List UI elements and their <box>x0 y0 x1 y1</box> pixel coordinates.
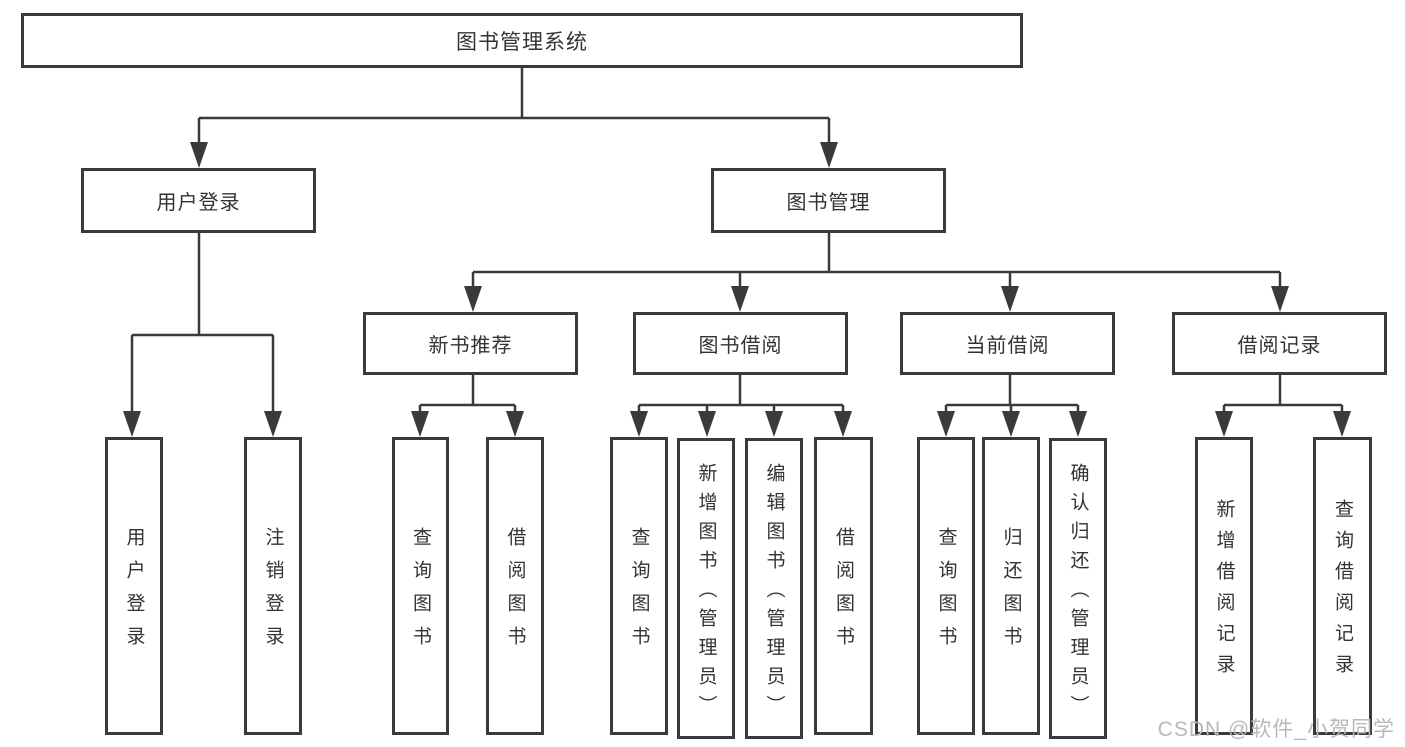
leaf-label: 新增图书（管理员） <box>695 463 717 724</box>
leaf-add-book-admin: 新增图书（管理员） <box>677 438 735 739</box>
leaf-return-book: 归还图书 <box>982 437 1040 735</box>
node-label: 当前借阅 <box>965 335 1050 357</box>
node-new-book-recommendation: 新书推荐 <box>363 312 578 375</box>
leaf-borrow-book-recommend: 借阅图书 <box>486 437 544 735</box>
leaf-borrow-book: 借阅图书 <box>814 437 873 735</box>
node-library-management-system: 图书管理系统 <box>21 13 1023 68</box>
node-label: 新书推荐 <box>428 335 513 357</box>
leaf-confirm-return-admin: 确认归还（管理员） <box>1049 438 1107 739</box>
leaf-add-borrow-record: 新增借阅记录 <box>1195 437 1253 735</box>
leaf-query-borrow-record: 查询借阅记录 <box>1313 437 1372 735</box>
leaf-label: 查询借阅记录 <box>1332 499 1353 685</box>
node-user-login-branch: 用户登录 <box>81 168 316 233</box>
leaf-query-book-borrowing: 查询图书 <box>610 437 668 735</box>
node-current-borrowing: 当前借阅 <box>900 312 1115 375</box>
arrowheads <box>123 142 1351 437</box>
leaf-label: 确认归还（管理员） <box>1067 463 1089 724</box>
leaf-query-book-current: 查询图书 <box>917 437 975 735</box>
leaf-label: 查询图书 <box>410 527 431 659</box>
tree-edges <box>130 68 1344 414</box>
leaf-edit-book-admin: 编辑图书（管理员） <box>745 438 803 739</box>
leaf-label: 查询图书 <box>628 527 650 659</box>
leaf-label: 编辑图书（管理员） <box>763 463 785 724</box>
node-label: 借阅记录 <box>1237 335 1322 357</box>
node-book-borrowing: 图书借阅 <box>633 312 848 375</box>
node-borrowing-records: 借阅记录 <box>1172 312 1387 375</box>
leaf-label: 查询图书 <box>935 527 957 659</box>
node-label: 图书管理 <box>786 192 871 214</box>
leaf-label: 用户登录 <box>123 527 145 659</box>
leaf-label: 注销登录 <box>262 527 284 659</box>
leaf-query-book-recommend: 查询图书 <box>392 437 449 735</box>
leaf-label: 借阅图书 <box>504 527 526 659</box>
leaf-label: 新增借阅记录 <box>1213 499 1235 685</box>
node-label: 图书借阅 <box>698 335 783 357</box>
leaf-label: 归还图书 <box>1000 527 1022 659</box>
leaf-user-login: 用户登录 <box>105 437 163 735</box>
node-label: 图书管理系统 <box>456 30 588 54</box>
leaf-logout: 注销登录 <box>244 437 302 735</box>
node-book-management-branch: 图书管理 <box>711 168 946 233</box>
node-label: 用户登录 <box>156 192 241 214</box>
leaf-label: 借阅图书 <box>833 527 854 659</box>
